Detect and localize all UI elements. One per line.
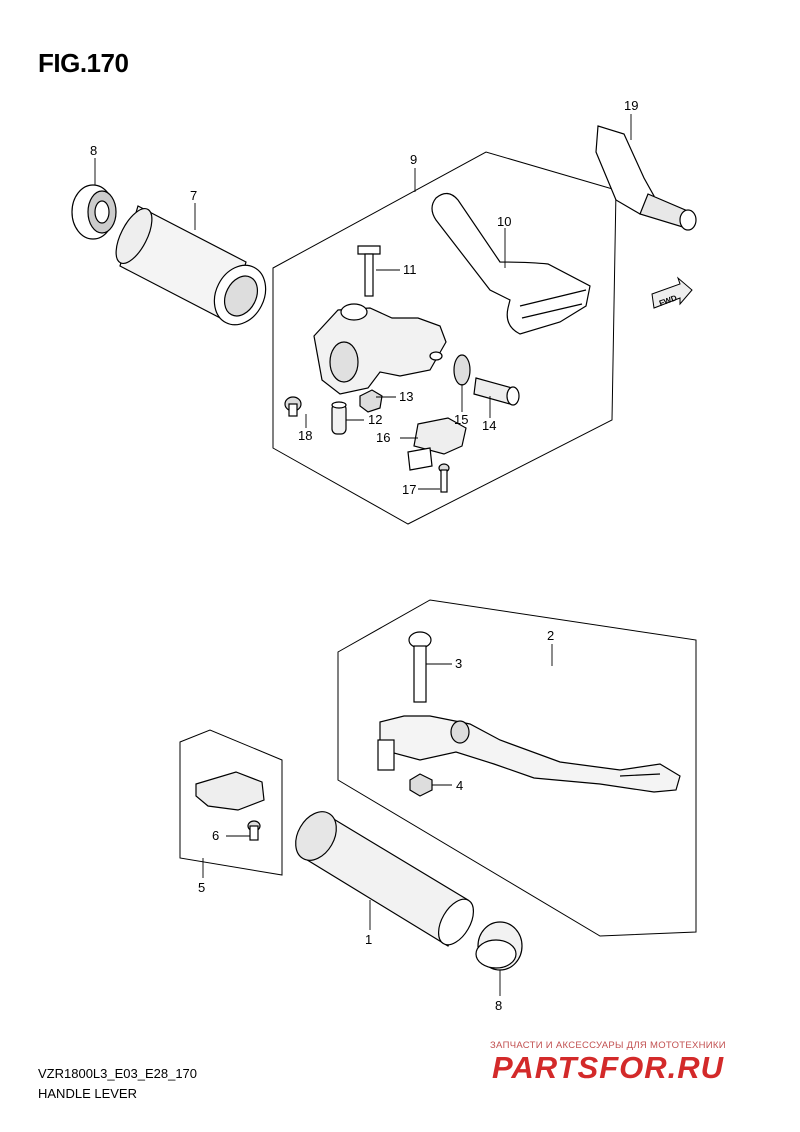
callout-6: 6 (212, 828, 219, 843)
callout-14: 14 (482, 418, 496, 433)
callout-2: 2 (547, 628, 554, 643)
callout-5: 5 (198, 880, 205, 895)
figure-code: VZR1800L3_E03_E28_170 (38, 1066, 198, 1081)
callout-19: 19 (624, 98, 638, 113)
cable-boot-part (595, 125, 697, 231)
callout-13: 13 (399, 389, 413, 404)
callout-18: 18 (298, 428, 312, 443)
screw-17-part (438, 463, 450, 493)
clutch-switch-part (407, 417, 467, 471)
callout-11: 11 (403, 262, 417, 277)
callout-12: 12 (368, 412, 382, 427)
group-box-clutch-lever (272, 151, 617, 525)
nut-13-part (359, 389, 383, 413)
group-box-brake-lever (337, 599, 697, 937)
adjuster-screw-part (473, 377, 520, 406)
callout-16: 16 (376, 430, 390, 445)
screw-6-part (247, 820, 261, 841)
screw-18-part (284, 396, 302, 417)
pin-part (331, 401, 347, 435)
left-grip-part (115, 205, 267, 326)
group-box-switch (179, 729, 283, 876)
pivot-bolt-part (357, 245, 381, 297)
callout-4: 4 (456, 778, 463, 793)
callout-8-top: 8 (90, 143, 97, 158)
callout-9: 9 (410, 152, 417, 167)
watermark-logo: PARTSFOR.RU (492, 1050, 725, 1085)
bar-end-top-part (71, 184, 117, 240)
throttle-grip-part (295, 811, 475, 947)
figure-name: HANDLE LEVER (38, 1086, 137, 1101)
bar-end-bottom-part (475, 921, 523, 971)
fwd-arrow (651, 276, 693, 309)
watermark-tagline: ЗАПЧАСТИ И АКСЕССУАРЫ ДЛЯ МОТОТЕХНИКИ (490, 1040, 726, 1051)
lever-holder-part (313, 303, 447, 395)
callout-15: 15 (454, 412, 468, 427)
brake-switch-part (195, 771, 265, 811)
callout-10: 10 (497, 214, 511, 229)
leader-lines (94, 114, 632, 996)
callout-1: 1 (365, 932, 372, 947)
callout-7: 7 (190, 188, 197, 203)
callout-8-bottom: 8 (495, 998, 502, 1013)
adjuster-part (453, 354, 471, 386)
clutch-lever-part (431, 192, 591, 335)
nut-4-part (409, 773, 433, 797)
brake-lever-part (377, 715, 681, 793)
pivot-bolt-lower-part (408, 631, 432, 703)
callout-3: 3 (455, 656, 462, 671)
figure-title: FIG.170 (38, 48, 129, 78)
callout-17: 17 (402, 482, 416, 497)
